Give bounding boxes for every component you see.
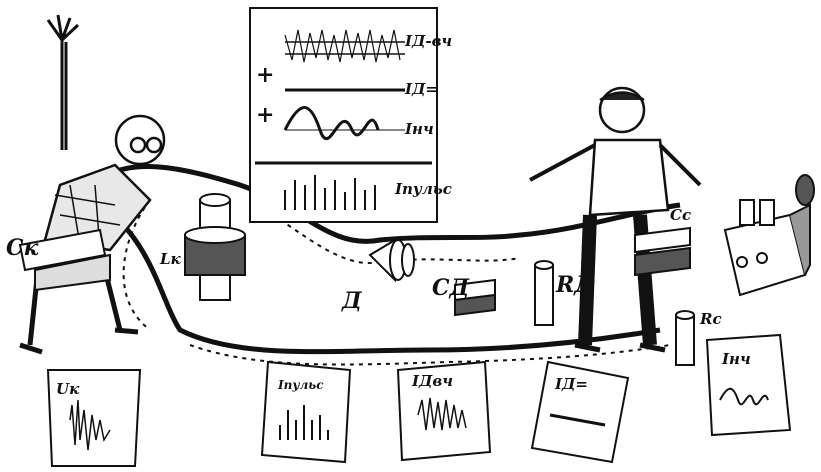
note-label-id: IД= xyxy=(555,375,588,393)
coil-lk xyxy=(185,194,245,300)
note-label-idvch: IДвч xyxy=(412,372,453,390)
note-label-uk: Uк xyxy=(56,380,79,398)
resistor-rc xyxy=(676,311,694,365)
panel-label-idvch: IД-вч xyxy=(405,32,452,50)
resistor-rd xyxy=(535,261,553,325)
label-ck: Ск xyxy=(6,235,38,261)
label-cd: СД xyxy=(432,275,469,301)
label-rc: Rс xyxy=(700,310,722,328)
note-label-ipuls: Iпульс xyxy=(278,378,324,392)
panel-plus-1: + xyxy=(256,62,274,88)
panel-label-inch: Iнч xyxy=(405,120,434,138)
label-rd: RД xyxy=(556,272,594,298)
label-cc: Сс xyxy=(670,206,691,224)
detector-d xyxy=(370,240,414,280)
amplifier-box xyxy=(725,175,814,295)
label-d: Д xyxy=(342,288,362,314)
panel-label-id: IД= xyxy=(405,80,438,98)
panel-plus-2: + xyxy=(256,102,274,128)
panel-label-ipuls: Iпульс xyxy=(395,180,452,198)
antenna xyxy=(48,15,78,150)
note-label-inch: Iнч xyxy=(722,350,751,368)
label-lk: Lк xyxy=(160,250,181,268)
capacitor-cc xyxy=(635,228,690,275)
